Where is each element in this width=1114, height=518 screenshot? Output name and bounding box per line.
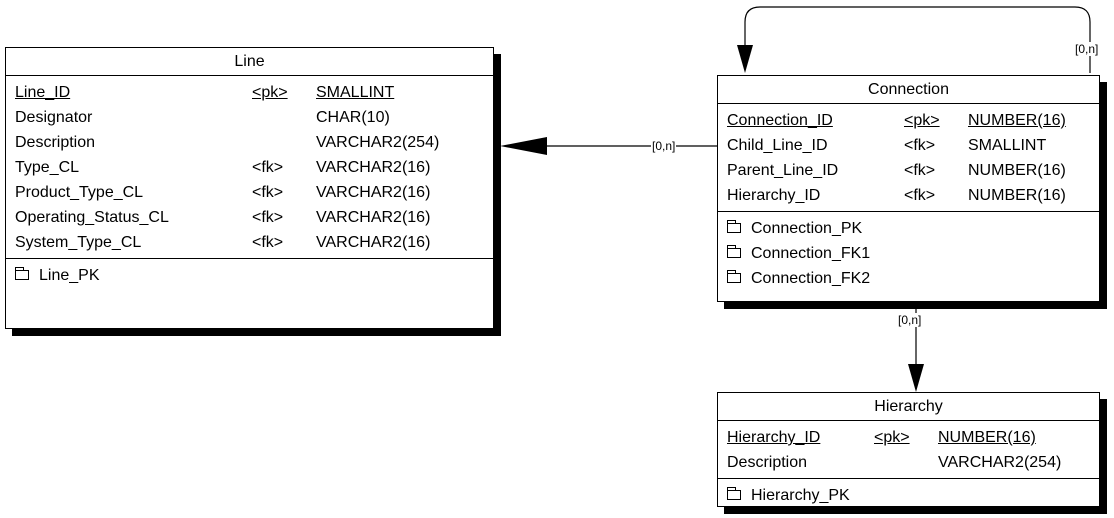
attribute-name: Hierarchy_ID (727, 187, 821, 204)
attribute-key: <pk> (874, 429, 910, 446)
entity-title: Connection (718, 76, 1099, 104)
attribute-name: Child_Line_ID (727, 137, 828, 154)
attribute-type: VARCHAR2(16) (316, 159, 431, 176)
attribute-type: SMALLINT (968, 137, 1047, 154)
connection-self-link (744, 6, 1091, 73)
entity-hierarchy[interactable]: Hierarchy Hierarchy_ID <pk> NUMBER(16) D… (717, 392, 1100, 507)
attribute-type: SMALLINT (316, 84, 395, 101)
attribute-name: Description (15, 134, 96, 151)
attribute-key: <fk> (904, 137, 936, 154)
key-name: Connection_FK1 (751, 245, 871, 262)
attribute-row: Description VARCHAR2(254) (6, 130, 493, 155)
entity-title: Line (6, 48, 493, 76)
hierarchy-arrowhead (908, 364, 924, 392)
attribute-row: Parent_Line_ID <fk> NUMBER(16) (718, 158, 1099, 183)
key-list: Line_PK (6, 259, 493, 288)
attribute-key: <fk> (904, 162, 936, 179)
attribute-key: <pk> (904, 112, 940, 129)
attribute-name: Description (727, 454, 808, 471)
key-row: Line_PK (6, 263, 493, 288)
attribute-type: CHAR(10) (316, 109, 390, 126)
attribute-type: VARCHAR2(254) (316, 134, 440, 151)
key-name: Line_PK (39, 267, 100, 284)
attribute-name: Hierarchy_ID (727, 429, 821, 446)
folder-icon (727, 270, 741, 283)
attribute-type: VARCHAR2(16) (316, 234, 431, 251)
key-row: Connection_PK (718, 216, 1099, 241)
cardinality-label-hierarchy: [0,n] (897, 313, 923, 327)
attribute-row: System_Type_CL <fk> VARCHAR2(16) (6, 230, 493, 255)
attribute-name: Operating_Status_CL (15, 209, 169, 226)
folder-icon (727, 487, 741, 500)
attribute-row: Child_Line_ID <fk> SMALLINT (718, 133, 1099, 158)
key-row: Connection_FK1 (718, 241, 1099, 266)
attribute-key: <fk> (252, 209, 284, 226)
line-arrowhead (500, 137, 547, 155)
key-list: Connection_PK Connection_FK1 Connection_… (718, 212, 1099, 291)
attribute-key: <fk> (252, 159, 284, 176)
attribute-name: Designator (15, 109, 93, 126)
entity-line[interactable]: Line Line_ID <pk> SMALLINT Designator CH… (5, 47, 494, 329)
connection-self-arrowhead (737, 45, 753, 73)
key-row: Connection_FK2 (718, 266, 1099, 291)
key-list: Hierarchy_PK (718, 479, 1099, 508)
attribute-key: <fk> (904, 187, 936, 204)
key-row: Hierarchy_PK (718, 483, 1099, 508)
attribute-key: <pk> (252, 84, 288, 101)
attribute-row: Hierarchy_ID <fk> NUMBER(16) (718, 183, 1099, 208)
folder-icon (15, 267, 29, 280)
attribute-list: Hierarchy_ID <pk> NUMBER(16) Description… (718, 421, 1099, 479)
attribute-key: <fk> (252, 234, 284, 251)
attribute-name: Connection_ID (727, 112, 833, 129)
attribute-name: Product_Type_CL (15, 184, 144, 201)
cardinality-label-self: [0,n] (1074, 42, 1100, 56)
attribute-row: Line_ID <pk> SMALLINT (6, 80, 493, 105)
attribute-type: NUMBER(16) (968, 112, 1066, 129)
attribute-row: Connection_ID <pk> NUMBER(16) (718, 108, 1099, 133)
cardinality-label-line: [0,n] (651, 139, 677, 153)
folder-icon (727, 245, 741, 258)
attribute-row: Designator CHAR(10) (6, 105, 493, 130)
attribute-type: VARCHAR2(16) (316, 209, 431, 226)
attribute-type: VARCHAR2(254) (938, 454, 1062, 471)
key-name: Hierarchy_PK (751, 487, 850, 504)
attribute-type: NUMBER(16) (968, 162, 1066, 179)
entity-title: Hierarchy (718, 393, 1099, 421)
attribute-row: Description VARCHAR2(254) (718, 450, 1099, 475)
key-name: Connection_FK2 (751, 270, 871, 287)
attribute-row: Operating_Status_CL <fk> VARCHAR2(16) (6, 205, 493, 230)
attribute-type: NUMBER(16) (938, 429, 1036, 446)
attribute-list: Connection_ID <pk> NUMBER(16) Child_Line… (718, 104, 1099, 212)
attribute-type: VARCHAR2(16) (316, 184, 431, 201)
attribute-type: NUMBER(16) (968, 187, 1066, 204)
attribute-name: Line_ID (15, 84, 71, 101)
attribute-name: System_Type_CL (15, 234, 142, 251)
folder-icon (727, 220, 741, 233)
attribute-row: Hierarchy_ID <pk> NUMBER(16) (718, 425, 1099, 450)
attribute-key: <fk> (252, 184, 284, 201)
entity-connection[interactable]: Connection Connection_ID <pk> NUMBER(16)… (717, 75, 1100, 302)
attribute-row: Product_Type_CL <fk> VARCHAR2(16) (6, 180, 493, 205)
key-name: Connection_PK (751, 220, 863, 237)
attribute-name: Parent_Line_ID (727, 162, 839, 179)
attribute-name: Type_CL (15, 159, 80, 176)
attribute-list: Line_ID <pk> SMALLINT Designator CHAR(10… (6, 76, 493, 259)
attribute-row: Type_CL <fk> VARCHAR2(16) (6, 155, 493, 180)
